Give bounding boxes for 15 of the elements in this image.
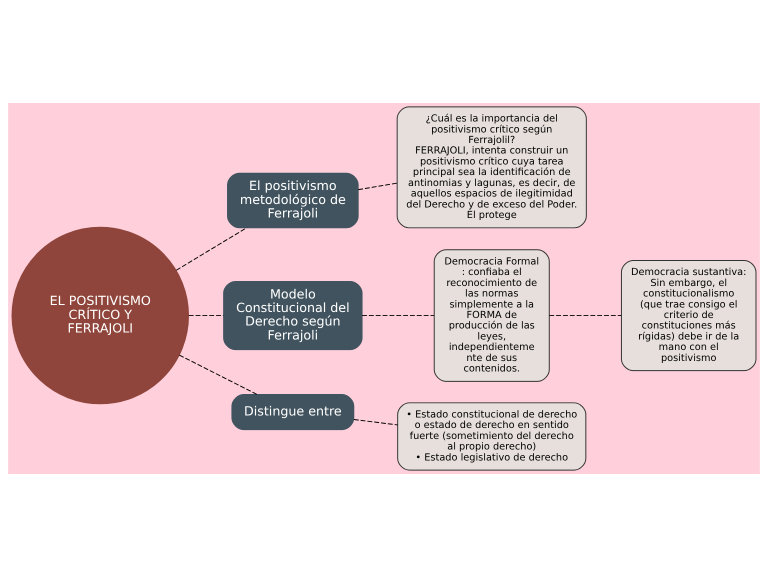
connector <box>354 418 398 425</box>
node-box: Modelo Constitucional del Derecho según Ferrajoli <box>223 280 363 350</box>
node-box: El positivismo metodológico de Ferrajoli <box>227 172 359 228</box>
connector <box>548 314 622 316</box>
connector <box>176 226 248 270</box>
node-box: Democracia sustantiva: Sin embargo, el constitucionalismo (que trae consigo el criterio de constituciones más rígidas) debe ir de la mano con el positivismo <box>620 259 756 371</box>
node-circle: EL POSITIVISMO CRÍTICO Y FERRAJOLI <box>12 226 190 404</box>
node-box: Distingue entre <box>231 394 354 430</box>
connector <box>178 354 258 394</box>
node-box: Democracia Formal : confiaba el reconocimiento de las normas simplemente a la FORMA de producción de las leyes, independienteme nte de sus contenidos. <box>434 248 550 382</box>
connector <box>362 314 434 316</box>
connector <box>358 182 398 190</box>
node-box: • Estado constitucional de derecho o estado de derecho en sentido fuerte (sometimiento del derecho al propio derecho) • Estado legislativo de derecho <box>397 402 586 470</box>
node-box: ¿Cuál es la importancia del positivismo crítico según Ferrajolil? FERRAJOLI, intenta construir un positivismo crítico cuya tarea principal sea la identificación de antinomias y lagunas, es decir, de aquellos espacios de ilegitimidad del Derecho y de exceso del Poder. El protege <box>396 106 587 228</box>
connector <box>188 314 224 316</box>
